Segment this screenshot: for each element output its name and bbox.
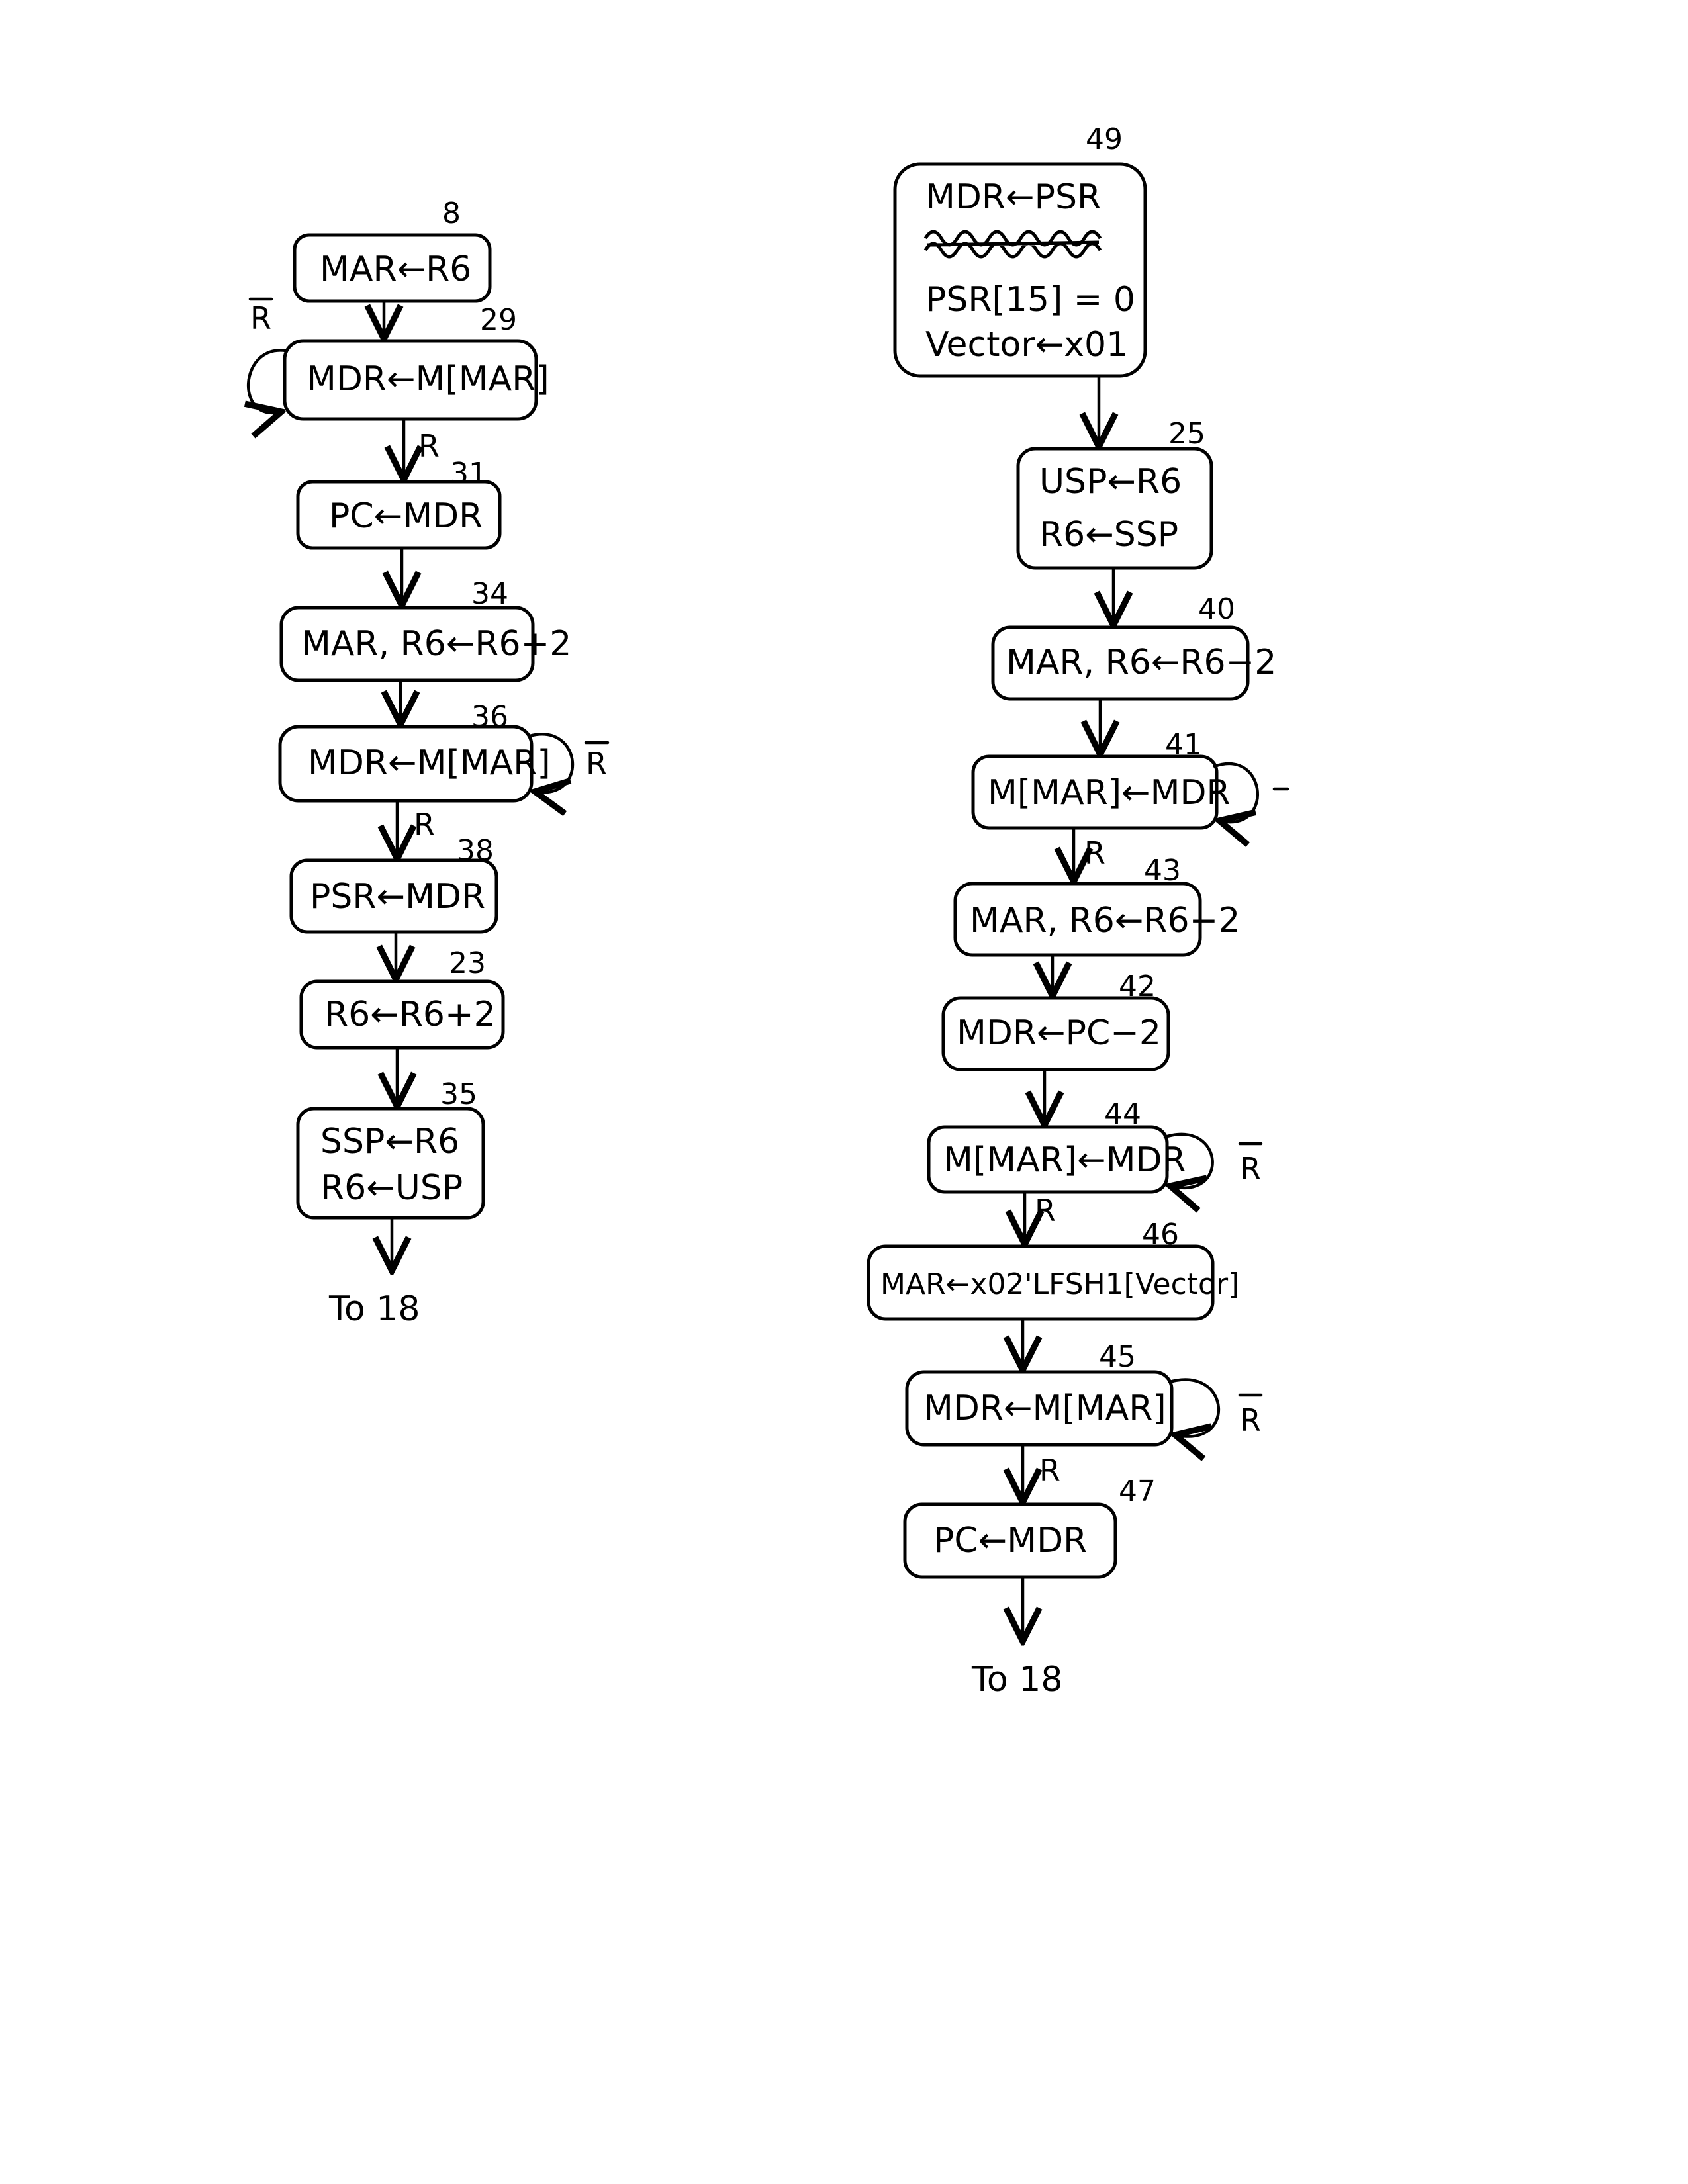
state-number: 34 [471, 577, 508, 611]
state-action: PC←MDR [933, 1521, 1087, 1561]
state-action: R6←USP [320, 1168, 463, 1208]
state-35: 35 SSP←R6 R6←USP [296, 1077, 485, 1220]
state-box [953, 882, 1202, 957]
state-number: 43 [1144, 854, 1181, 887]
terminal-to-18: To 18 [971, 1660, 1062, 1700]
state-46: 46 MAR←x02'LFSH1[Vector] [867, 1218, 1239, 1321]
state-box [941, 996, 1170, 1071]
not-ready-label: R [1240, 1151, 1261, 1187]
state-29: 29 MDR←M[MAR] R [248, 297, 549, 421]
state-8: 8 MAR←R6 [293, 197, 492, 303]
state-action: PSR←MDR [310, 877, 485, 917]
state-action: USP←R6 [1039, 462, 1182, 502]
state-number: 29 [480, 303, 517, 337]
terminal-to-18: To 18 [328, 1289, 420, 1329]
state-38: 38 PSR←MDR [289, 834, 498, 934]
state-action: MDR←M[MAR] [306, 359, 549, 399]
wait-loop [248, 349, 286, 412]
state-number: 38 [457, 834, 494, 868]
state-number: 49 [1086, 122, 1123, 156]
state-number: 46 [1142, 1218, 1179, 1251]
state-number: 45 [1099, 1340, 1136, 1374]
state-action: MAR←R6 [320, 250, 471, 289]
state-number: 41 [1165, 728, 1202, 762]
state-box [293, 233, 492, 303]
state-box [971, 754, 1219, 830]
state-action: MAR←x02'LFSH1[Vector] [880, 1267, 1239, 1301]
state-box [903, 1502, 1117, 1579]
state-31: 31 PC←MDR [296, 457, 502, 550]
state-49: 49 MDR←PSR PSR[15] = 0 Vector←x01 [893, 122, 1147, 378]
state-action: MAR, R6←R6−2 [970, 901, 1240, 940]
state-44: 44 M[MAR]←MDR R [927, 1097, 1263, 1194]
state-action: R6←R6+2 [324, 995, 496, 1034]
state-number: 25 [1168, 417, 1205, 451]
state-box [279, 606, 535, 682]
not-ready-label: R [1240, 1402, 1261, 1438]
ready-label: R [1084, 835, 1105, 871]
state-box [296, 480, 502, 550]
state-number: 36 [471, 700, 508, 734]
state-number: 42 [1119, 970, 1156, 1003]
state-action: M[MAR]←MDR [988, 773, 1231, 813]
state-47: 47 PC←MDR [903, 1475, 1156, 1579]
state-36: 36 MDR←M[MAR] R [278, 700, 610, 803]
wait-loop [1170, 1378, 1220, 1436]
state-box [893, 162, 1147, 378]
state-box [905, 1370, 1174, 1447]
ready-label: R [414, 807, 435, 842]
state-action: MAR, R6←R6+2 [301, 624, 571, 664]
state-action: Vector←x01 [925, 325, 1128, 365]
state-box [991, 625, 1250, 701]
state-box [278, 725, 534, 803]
not-ready-label: R [250, 300, 271, 336]
state-box [927, 1125, 1169, 1194]
state-box [299, 979, 505, 1050]
left-flow: 8 MAR←R6 29 MDR←M[MAR] R R 31 PC←MDR 34 … [248, 197, 610, 1329]
state-action: MDR←M[MAR] [923, 1388, 1166, 1428]
state-action: PC←MDR [329, 496, 483, 536]
state-number: 47 [1119, 1475, 1156, 1508]
wait-loop [530, 733, 575, 792]
state-34: 34 MAR, R6←R6+2 [279, 577, 571, 682]
state-41: 41 M[MAR]←MDR [971, 728, 1289, 830]
state-action: PSR[15] = 0 [925, 280, 1135, 320]
crossed-out-text [923, 230, 1102, 259]
state-action: M[MAR]←MDR [943, 1140, 1186, 1180]
ready-label: R [1039, 1453, 1060, 1488]
state-number: 23 [449, 946, 486, 980]
state-number: 35 [440, 1077, 477, 1111]
wait-loop [1163, 1132, 1214, 1188]
state-action: SSP←R6 [320, 1122, 459, 1161]
state-action: MAR, R6←R6−2 [1006, 643, 1276, 682]
state-40: 40 MAR, R6←R6−2 [991, 592, 1276, 701]
state-23: 23 R6←R6+2 [299, 946, 505, 1050]
state-box [289, 858, 498, 934]
state-number: 8 [442, 197, 461, 230]
not-ready-label: R [586, 746, 607, 782]
state-action: MDR←M[MAR] [308, 743, 551, 783]
state-25: 25 USP←R6 R6←SSP [1016, 417, 1213, 570]
state-43: 43 MAR, R6←R6−2 [953, 854, 1240, 957]
state-number: 44 [1104, 1097, 1141, 1131]
right-flow: 49 MDR←PSR PSR[15] = 0 Vector←x01 25 USP… [867, 122, 1289, 1700]
state-action: MDR←PSR [925, 177, 1101, 217]
state-action: MDR←PC−2 [957, 1013, 1161, 1053]
state-action: R6←SSP [1039, 515, 1178, 555]
state-box [283, 339, 538, 421]
state-box [867, 1244, 1215, 1321]
ready-label: R [418, 428, 440, 464]
ready-label: R [1035, 1193, 1056, 1228]
wait-loop [1215, 762, 1259, 822]
state-number: 40 [1198, 592, 1235, 626]
state-45: 45 MDR←M[MAR] R [905, 1340, 1263, 1447]
state-number: 31 [450, 457, 487, 490]
state-42: 42 MDR←PC−2 [941, 970, 1170, 1071]
